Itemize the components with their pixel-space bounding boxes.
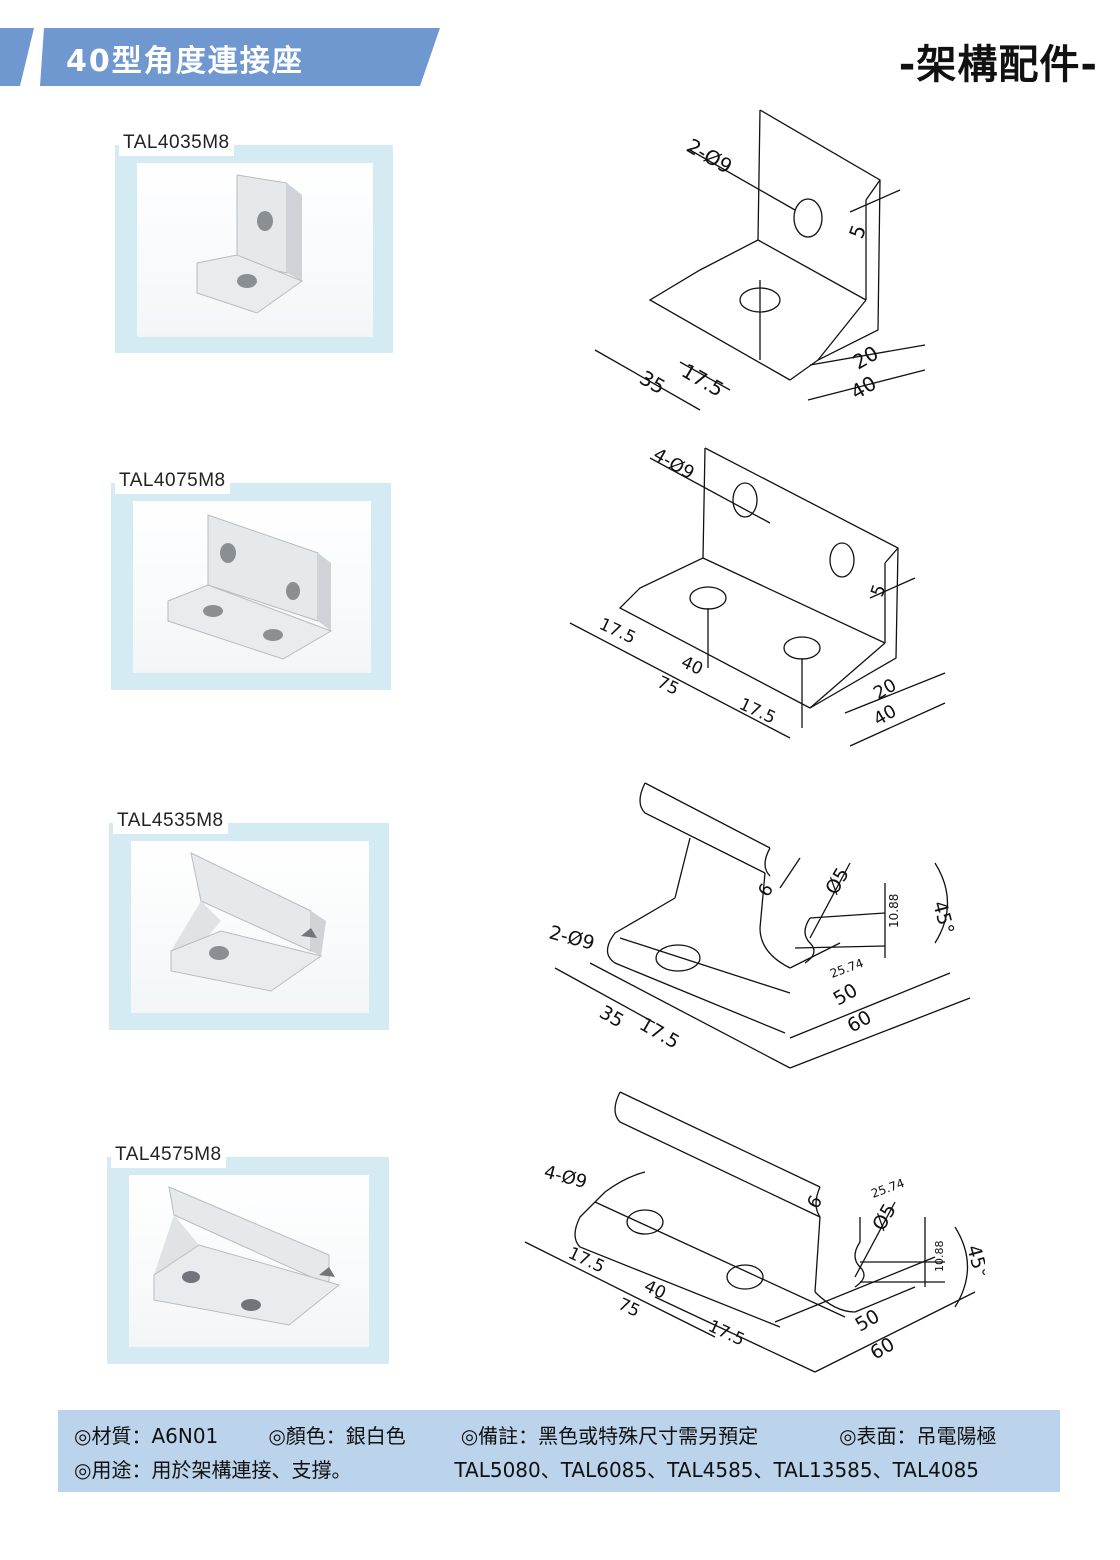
dim-17-5-left: 17.5 — [596, 614, 639, 648]
product-model: TAL4575M8 — [111, 1144, 226, 1168]
dim-6: 6 — [754, 880, 778, 900]
product-photo — [131, 841, 369, 1013]
dim-50: 50 — [830, 979, 862, 1010]
spec-surface: ◎表面：吊電陽極 — [839, 1424, 997, 1448]
dim-60: 60 — [844, 1006, 876, 1037]
product-photo-frame — [111, 483, 391, 690]
technical-drawing: 2-Ø9 5 20 40 35 17.5 — [594, 109, 926, 411]
dim-thickness: 5 — [867, 582, 891, 600]
dim-20: 20 — [849, 341, 883, 375]
spec-material: ◎材質：A6N01 — [74, 1424, 219, 1448]
product-photo — [137, 163, 373, 337]
dim-40: 40 — [847, 371, 881, 405]
dim-thickness: 5 — [844, 222, 871, 242]
dim-holes: 4-Ø9 — [650, 444, 698, 484]
spec-usage: ◎用途：用於架構連接、支撐。 — [74, 1458, 352, 1482]
product-photo-frame — [115, 145, 393, 353]
dim-10-88: 10.88 — [887, 894, 901, 928]
product-model: TAL4535M8 — [113, 810, 228, 834]
dim-75: 75 — [654, 672, 682, 699]
dim-35: 35 — [636, 366, 670, 400]
dim-50: 50 — [852, 1305, 884, 1336]
dim-angle: 45° — [962, 1243, 985, 1281]
bracket-photo-icon — [153, 1186, 341, 1326]
dim-25-74: 25.74 — [828, 956, 865, 981]
technical-drawing: 4-Ø9 5 17.5 40 75 17.5 20 40 — [569, 444, 946, 747]
dim-17-5-right: 17.5 — [705, 1316, 748, 1350]
dim-holes: 2-Ø9 — [547, 922, 597, 955]
dim-angle: 45° — [928, 899, 958, 937]
product-photo-frame — [107, 1157, 389, 1364]
dim-40: 40 — [678, 652, 706, 679]
footer-row-1: ◎材質：A6N01 ◎顏色：銀白色 ◎備註：黑色或特殊尺寸需另預定 ◎表面：吊電… — [74, 1420, 997, 1449]
dim-holes: 4-Ø9 — [542, 1162, 590, 1194]
dim-10-88: 10.88 — [933, 1241, 946, 1273]
spec-compatible: TAL5080、TAL6085、TAL4585、TAL13585、TAL4085 — [454, 1458, 980, 1482]
section-title: -架構配件- — [898, 42, 1098, 88]
product-model: TAL4075M8 — [115, 470, 230, 494]
bracket-photo-icon — [196, 174, 304, 314]
bracket-photo-icon — [167, 514, 333, 660]
technical-drawing: 2-Ø9 6 Ø5 10.88 45° 25.74 50 60 35 17.5 — [547, 782, 971, 1069]
dim-60: 60 — [867, 1333, 899, 1364]
product-model: TAL4035M8 — [119, 132, 234, 156]
banner-shape — [0, 28, 440, 86]
dim-25-74: 25.74 — [869, 1176, 906, 1201]
dim-5: Ø5 — [868, 1200, 901, 1234]
product-photo — [129, 1175, 369, 1347]
header-banner: 40型角度連接座 — [0, 28, 440, 86]
dim-17-5: 17.5 — [636, 1013, 684, 1053]
footer-row-2: ◎用途：用於架構連接、支撐。 TAL5080、TAL6085、TAL4585、T… — [74, 1454, 979, 1483]
product-photo — [133, 501, 371, 673]
product-photo-frame — [109, 823, 389, 1030]
spec-note: ◎備註：黑色或特殊尺寸需另預定 — [460, 1424, 759, 1448]
dim-20: 20 — [870, 675, 900, 705]
dim-17-5-right: 17.5 — [736, 694, 779, 728]
spec-footer: ◎材質：A6N01 ◎顏色：銀白色 ◎備註：黑色或特殊尺寸需另預定 ◎表面：吊電… — [58, 1410, 1060, 1492]
dim-17-5: 17.5 — [678, 359, 729, 402]
spec-color: ◎顏色：銀白色 — [268, 1424, 406, 1448]
dim-6: 6 — [803, 1192, 827, 1212]
technical-drawing: 4-Ø9 6 25.74 Ø5 10.88 45° 17.5 40 75 17.… — [524, 1091, 985, 1373]
page-title: 40型角度連接座 — [66, 44, 304, 79]
bracket-photo-icon — [170, 852, 326, 992]
dim-5: Ø5 — [821, 864, 854, 898]
